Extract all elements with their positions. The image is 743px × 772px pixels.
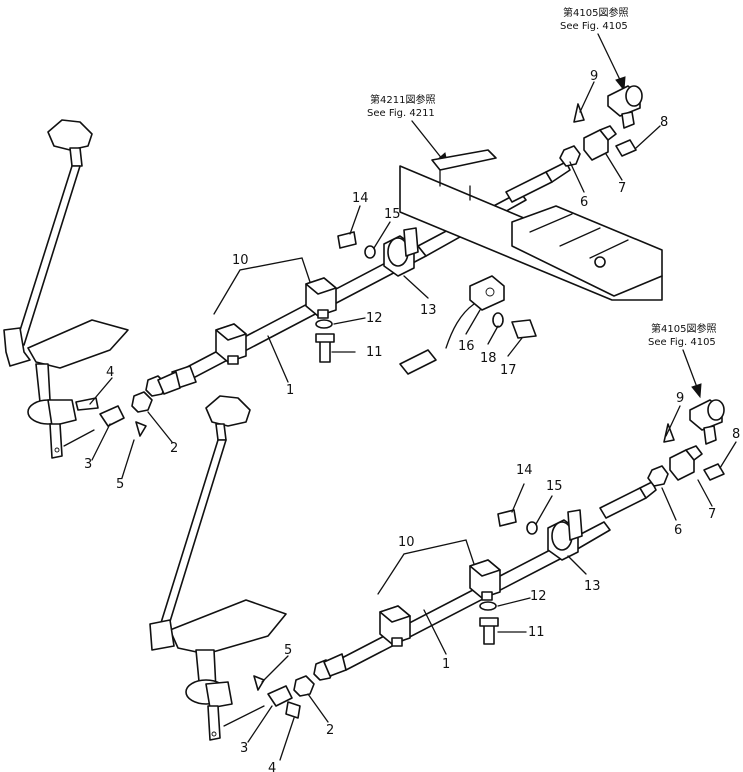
reference-jp: 第4105図参照 [651, 322, 716, 335]
callout-14: 14 [516, 463, 533, 478]
callout-6: 6 [580, 195, 588, 210]
callout-4: 4 [106, 365, 114, 380]
clevis-lower-left [253, 653, 347, 719]
fasteners-upper [315, 231, 376, 363]
callouts-lower: 1 2 3 4 5 6 7 8 9 10 11 12 13 14 15 [240, 391, 740, 772]
reference-note-right: 第4105図参照 See Fig. 4105 [648, 322, 716, 399]
reference-en: See Fig. 4105 [560, 21, 628, 32]
bearing-block-lower [379, 559, 501, 647]
rod-end-lower [599, 423, 725, 519]
callout-2: 2 [170, 441, 178, 456]
callout-10: 10 [232, 253, 249, 268]
callout-11: 11 [366, 345, 383, 360]
callout-9: 9 [676, 391, 684, 406]
callout-12: 12 [530, 589, 547, 604]
callout-6: 6 [674, 523, 682, 538]
bell-crank-upper [607, 85, 643, 129]
reference-en: See Fig. 4105 [648, 337, 716, 348]
upper-assembly [3, 85, 663, 459]
callout-17: 17 [500, 363, 517, 378]
panel-upper [399, 149, 663, 301]
clevis-upper-left [75, 371, 181, 437]
switch-upper [399, 275, 537, 375]
callout-18: 18 [480, 351, 497, 366]
reference-note-top-right: 第4105図参照 See Fig. 4105 [560, 6, 628, 92]
callout-3: 3 [240, 741, 248, 756]
control-lever-upper [15, 119, 93, 346]
callouts-upper: 1 2 3 4 5 6 7 8 9 10 11 12 13 14 15 16 1… [84, 69, 668, 492]
callout-2: 2 [326, 723, 334, 738]
leader-lines-upper [89, 81, 661, 479]
callout-13: 13 [420, 303, 437, 318]
lower-assembly [149, 395, 725, 741]
reference-jp: 第4211図参照 [370, 93, 435, 106]
control-lever-lower [159, 395, 251, 629]
callout-10: 10 [398, 535, 415, 550]
callout-8: 8 [660, 115, 668, 130]
callout-5: 5 [284, 643, 292, 658]
callout-1: 1 [286, 383, 294, 398]
callout-7: 7 [618, 181, 626, 196]
fasteners-lower [479, 509, 538, 645]
bearing-block-upper [215, 277, 337, 365]
callout-16: 16 [458, 339, 475, 354]
callout-14: 14 [352, 191, 369, 206]
callout-15: 15 [546, 479, 563, 494]
reference-en: See Fig. 4211 [367, 108, 435, 119]
callout-12: 12 [366, 311, 383, 326]
callout-4: 4 [268, 761, 276, 772]
leader-lines-lower [247, 405, 737, 761]
rod-end-upper [505, 103, 637, 203]
clamp-lower [547, 509, 583, 561]
callout-13: 13 [584, 579, 601, 594]
bell-crank-lower [689, 399, 725, 445]
reference-jp: 第4105図参照 [563, 6, 628, 19]
callout-5: 5 [116, 477, 124, 492]
reference-note-center: 第4211図参照 See Fig. 4211 [367, 93, 449, 169]
clamp-upper [383, 227, 419, 277]
callout-9: 9 [590, 69, 598, 84]
callout-1: 1 [442, 657, 450, 672]
callout-8: 8 [732, 427, 740, 442]
callout-11: 11 [528, 625, 545, 640]
pedal-bracket-upper [3, 319, 129, 459]
callout-15: 15 [384, 207, 401, 222]
callout-3: 3 [84, 457, 92, 472]
pedal-bracket-lower [149, 599, 287, 741]
callout-7: 7 [708, 507, 716, 522]
